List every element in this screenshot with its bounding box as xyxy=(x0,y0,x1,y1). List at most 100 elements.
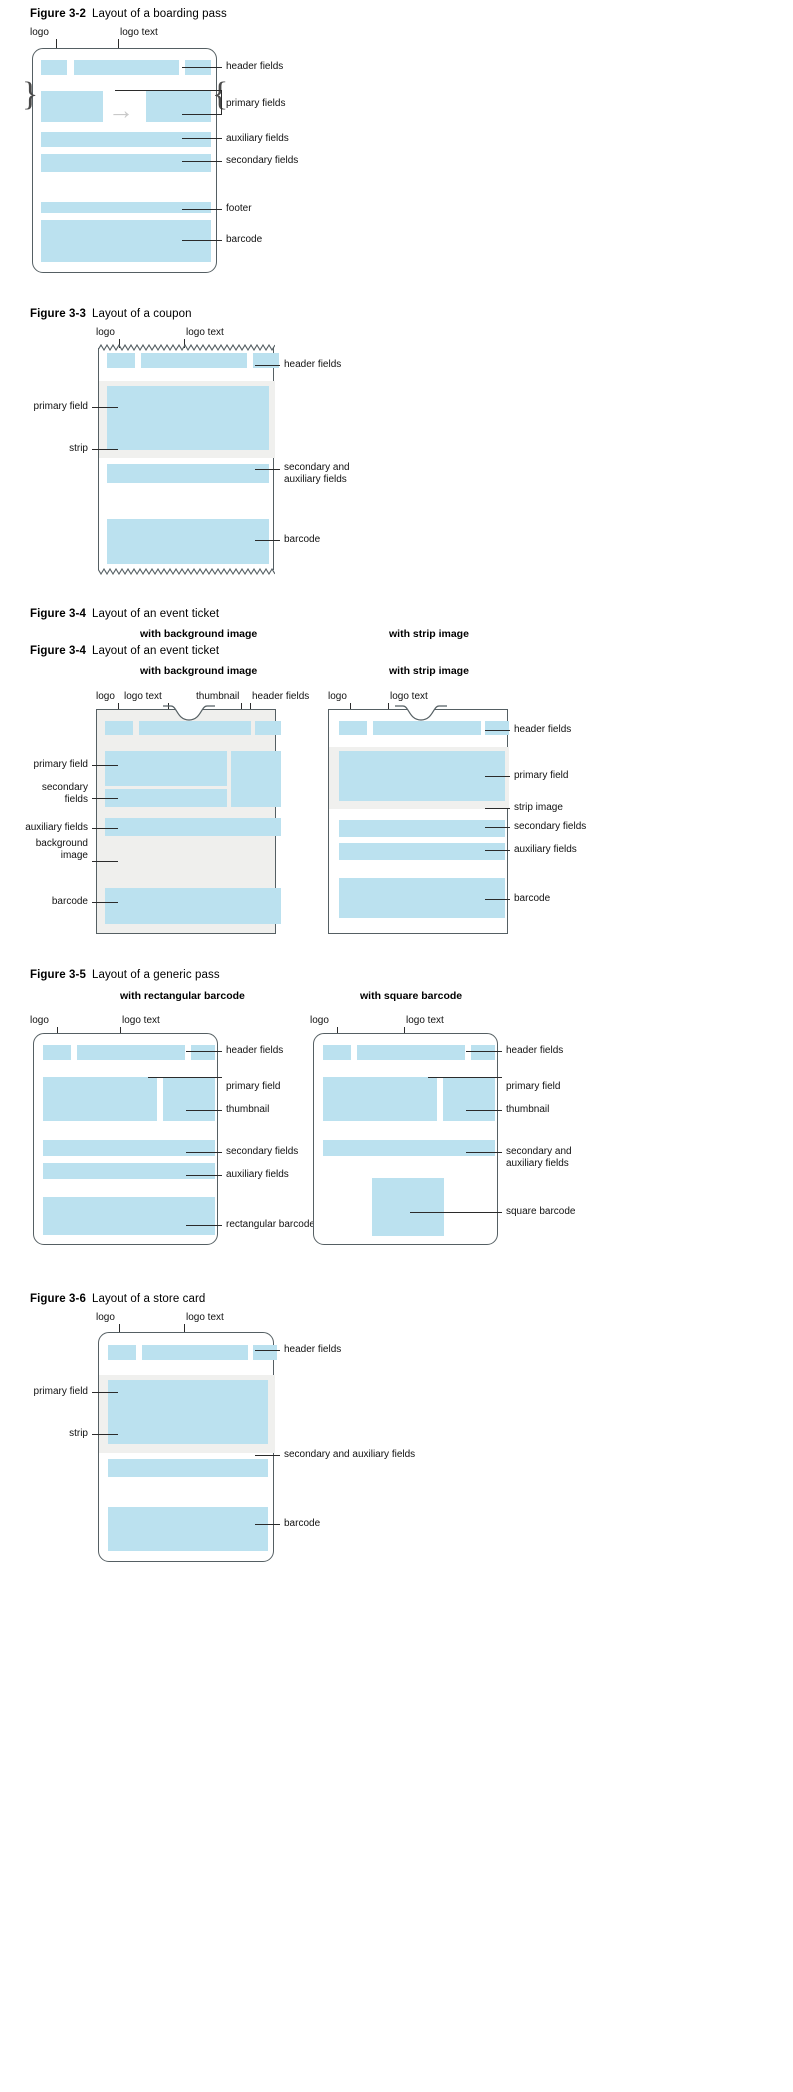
leader-line xyxy=(92,902,118,903)
logo-field xyxy=(43,1045,71,1060)
fig-3-4-right-label-primary-field: primary field xyxy=(514,770,569,781)
fig-3-4-title-a: Figure 3-4 Layout of an event ticket xyxy=(30,608,219,620)
leader-line xyxy=(182,240,222,241)
coupon-shell xyxy=(98,348,279,570)
fig-3-3-number: Figure 3-3 xyxy=(30,308,86,320)
fig-3-3-label-strip: strip xyxy=(69,443,88,454)
fig-3-6-label-strip: strip xyxy=(69,1428,88,1439)
primary-field xyxy=(108,1380,268,1444)
leader-line xyxy=(410,1212,502,1213)
leader-line xyxy=(92,765,118,766)
right-brace: { xyxy=(212,78,228,112)
fig-3-4-right-label-auxiliary-fields: auxiliary fields xyxy=(514,844,577,855)
fig-3-2-label-footer: footer xyxy=(226,203,252,214)
secondary-fields xyxy=(41,154,211,172)
fig-3-4-left-label-logo-text: logo text xyxy=(124,691,162,702)
logo-field xyxy=(339,721,367,735)
fig-3-5-left-label-thumbnail: thumbnail xyxy=(226,1104,270,1115)
leader-line xyxy=(92,861,118,862)
fig-3-2-label-secondary-fields: secondary fields xyxy=(226,155,299,166)
leader-line xyxy=(255,1350,280,1351)
fig-3-5-left-label-logo-text: logo text xyxy=(122,1015,160,1026)
boarding-pass-shell: → xyxy=(32,48,217,273)
notch-icon xyxy=(395,705,447,721)
fig-3-4-variant-right-a: with strip image xyxy=(389,628,469,640)
store-card-shell xyxy=(98,1332,277,1562)
auxiliary-fields xyxy=(41,132,211,147)
logo-field xyxy=(105,721,133,735)
leader-line xyxy=(115,90,221,91)
left-brace: } xyxy=(22,76,39,113)
fig-3-5-left-label-secondary-fields: secondary fields xyxy=(226,1146,299,1157)
fig-3-5-right-label-header-fields: header fields xyxy=(506,1045,564,1056)
secondary-fields xyxy=(339,820,505,837)
fig-3-4-left-label-secondary-fields: secondary fields xyxy=(41,782,88,805)
fig-3-4-left-label-primary-field: primary field xyxy=(33,759,88,770)
logo-text-field xyxy=(142,1345,248,1360)
fig-3-4-caption-a: Layout of an event ticket xyxy=(91,608,220,620)
fig-3-3-label-barcode: barcode xyxy=(284,534,321,545)
fig-3-6-label-primary-field: primary field xyxy=(33,1386,88,1397)
header-field xyxy=(485,721,509,735)
fig-3-6-label-barcode: barcode xyxy=(284,1518,321,1529)
event-ticket-strip-shell xyxy=(328,709,509,934)
fig-3-5-title: Figure 3-5 Layout of a generic pass xyxy=(30,969,220,981)
barcode-field xyxy=(41,220,211,262)
leader-line xyxy=(182,138,222,139)
fig-3-4-left-label-logo: logo xyxy=(96,691,115,702)
fig-3-4-left-label-barcode: barcode xyxy=(51,896,88,907)
logo-text-field xyxy=(139,721,251,735)
leader-line xyxy=(255,1524,280,1525)
header-field xyxy=(253,353,279,368)
fig-3-5-number: Figure 3-5 xyxy=(30,969,86,981)
leader-line xyxy=(221,90,222,115)
header-field xyxy=(191,1045,215,1060)
leader-line xyxy=(182,161,222,162)
fig-3-4-right-label-logo-text: logo text xyxy=(390,691,428,702)
leader-line xyxy=(92,828,118,829)
fig-3-4-variant-left-b: with background image xyxy=(140,665,258,677)
primary-field-origin xyxy=(41,91,103,122)
logo-field xyxy=(323,1045,351,1060)
fig-3-2-label-auxiliary-fields: auxiliary fields xyxy=(226,133,289,144)
fig-3-4-variant-right-b: with strip image xyxy=(389,665,469,677)
fig-3-4-right-label-header-fields: header fields xyxy=(514,724,572,735)
fig-3-4-left-label-header-fields: header fields xyxy=(252,691,310,702)
leader-line xyxy=(186,1152,222,1153)
perforation-bottom-icon xyxy=(98,568,275,575)
leader-line xyxy=(466,1152,502,1153)
primary-field xyxy=(43,1077,157,1121)
fig-3-5-caption: Layout of a generic pass xyxy=(91,969,220,981)
fig-3-3-label-logo-text: logo text xyxy=(186,327,224,338)
leader-line xyxy=(485,776,510,777)
fig-3-2-label-header-fields: header fields xyxy=(226,61,284,72)
fig-3-5-right-label-barcode: square barcode xyxy=(506,1206,576,1217)
generic-pass-square-shell xyxy=(313,1033,498,1245)
thumbnail-field xyxy=(443,1077,495,1121)
fig-3-6-caption: Layout of a store card xyxy=(91,1293,206,1305)
leader-line xyxy=(182,114,222,115)
fig-3-4-variant-left-a: with background image xyxy=(140,628,258,640)
fig-3-2-caption: Layout of a boarding pass xyxy=(91,8,227,20)
logo-field xyxy=(108,1345,136,1360)
leader-line xyxy=(92,1392,118,1393)
fig-3-3-label-logo: logo xyxy=(96,327,115,338)
fig-3-4-number-a: Figure 3-4 xyxy=(30,608,86,620)
fig-3-6-label-logo: logo xyxy=(96,1312,115,1323)
leader-line xyxy=(182,67,222,68)
fig-3-6-label-header-fields: header fields xyxy=(284,1344,342,1355)
logo-text-field xyxy=(373,721,481,735)
leader-line xyxy=(182,209,222,210)
fig-3-5-left-label-barcode: rectangular barcode xyxy=(226,1219,315,1230)
secondary-fields xyxy=(105,789,227,807)
primary-field xyxy=(107,386,269,450)
barcode-field xyxy=(339,878,505,918)
header-field xyxy=(253,1345,277,1360)
leader-line xyxy=(485,730,510,731)
leader-line xyxy=(255,365,280,366)
auxiliary-fields xyxy=(105,818,281,836)
perforation-top-icon xyxy=(98,344,275,351)
